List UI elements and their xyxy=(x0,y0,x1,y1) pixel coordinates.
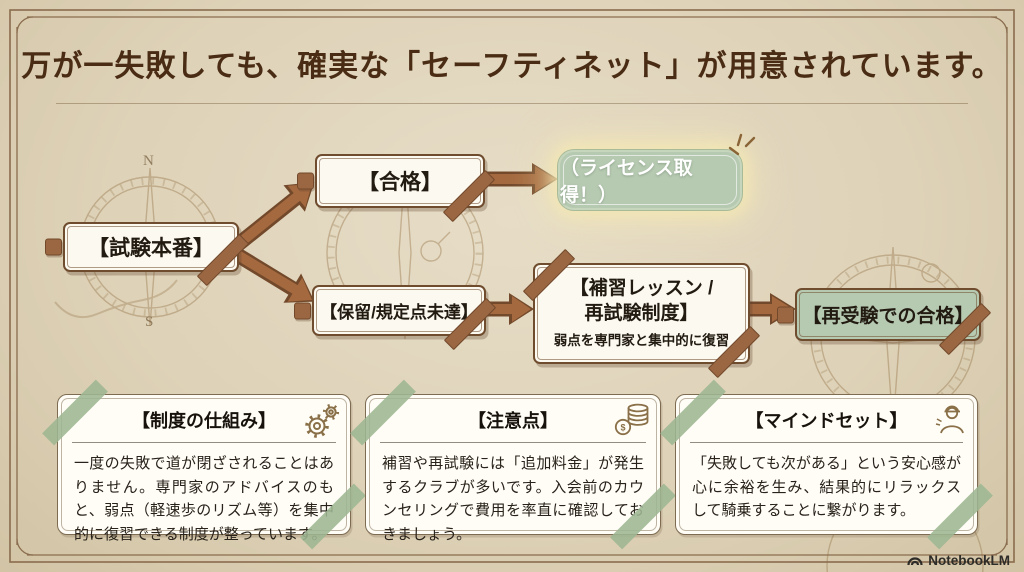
node-tab xyxy=(294,302,311,319)
node-pass-label: 【合格】 xyxy=(358,171,442,194)
node-tab xyxy=(297,172,314,190)
rider-icon xyxy=(935,405,964,434)
card-divider xyxy=(72,442,336,443)
badge-license-label: （ライセンス取得！） xyxy=(560,158,693,206)
compass-north-label: N xyxy=(143,153,154,169)
card-system-body: 一度の失敗で道が閉ざされることはありません。専門家のアドバイスのもと、弱点（軽速… xyxy=(74,455,334,544)
sparkle-icon xyxy=(728,133,756,156)
node-retry-pass: 【再受験での合格】 xyxy=(777,288,992,356)
node-remedial-subtitle: 弱点を専門家と集中的に復習 xyxy=(553,333,730,349)
page-title: 万が一失敗しても、確実な「セーフティネット」が用意されています。 xyxy=(21,50,1003,83)
arrow-pass-to-license xyxy=(478,163,558,195)
node-tab xyxy=(777,306,794,323)
ribbon-decoration xyxy=(442,169,496,223)
compass-south-label: S xyxy=(145,314,154,330)
node-remedial-title-line1: 【補習レッスン / xyxy=(569,278,714,300)
tape-decoration xyxy=(350,379,416,446)
gears-icon xyxy=(305,403,340,438)
card-caution-title: 【注意点】 xyxy=(468,411,558,431)
node-remedial-title-line2: 再試験制度】 xyxy=(584,302,699,324)
card-mindset-title: 【マインドセット】 xyxy=(745,411,908,431)
card-divider xyxy=(380,442,646,443)
node-exam-day: 【試験本番】 xyxy=(45,222,250,287)
arrow-exam-to-pending xyxy=(228,246,315,303)
footer-brand: NotebookLM xyxy=(907,553,1010,568)
card-system-overview: 【制度の仕組み】 一度の失敗で道が閉ざされることはありません。専門家のアドバイス… xyxy=(42,379,366,550)
arrow-exam-to-pass xyxy=(228,182,315,254)
node-remedial-retest: 【補習レッスン / 再試験制度】 弱点を専門家と集中的に復習 xyxy=(522,248,761,379)
card-divider xyxy=(690,442,963,443)
tape-decoration xyxy=(42,379,108,446)
tape-decoration xyxy=(660,379,726,446)
notebooklm-logo-icon xyxy=(907,556,923,565)
node-pending-below-cutoff: 【保留/規定点未達】 xyxy=(294,285,497,351)
card-system-title: 【制度の仕組み】 xyxy=(132,411,276,431)
node-tab xyxy=(45,238,62,256)
coin-currency-symbol: $ xyxy=(620,423,625,433)
node-pass: 【合格】 xyxy=(297,154,496,223)
node-retry-label: 【再受験での合格】 xyxy=(802,306,974,327)
coins-icon: $ xyxy=(614,403,649,436)
card-caution-body: 補習や再試験には「追加料金」が発生するクラブが多いです。入会前のカウンセリングで… xyxy=(382,455,644,544)
ribbon-decoration xyxy=(522,248,576,302)
card-mindset: 【マインドセット】 「失敗しても次がある」という安心感が心に余裕を生み、結果的に… xyxy=(660,379,993,550)
card-mindset-body: 「失敗しても次がある」という安心感が心に余裕を生み、結果的にリラックスして騎乗す… xyxy=(692,455,961,520)
card-caution: 【注意点】 $ 補習や再試験には「追加料金」が発生するクラブが多いです。入会前の… xyxy=(350,379,676,550)
node-pending-label: 【保留/規定点未達】 xyxy=(320,303,478,322)
title-divider xyxy=(56,103,968,104)
footer-brand-label: NotebookLM xyxy=(928,553,1010,568)
node-exam-label: 【試験本番】 xyxy=(88,237,214,260)
badge-license-acquired: （ライセンス取得！） xyxy=(558,150,742,210)
